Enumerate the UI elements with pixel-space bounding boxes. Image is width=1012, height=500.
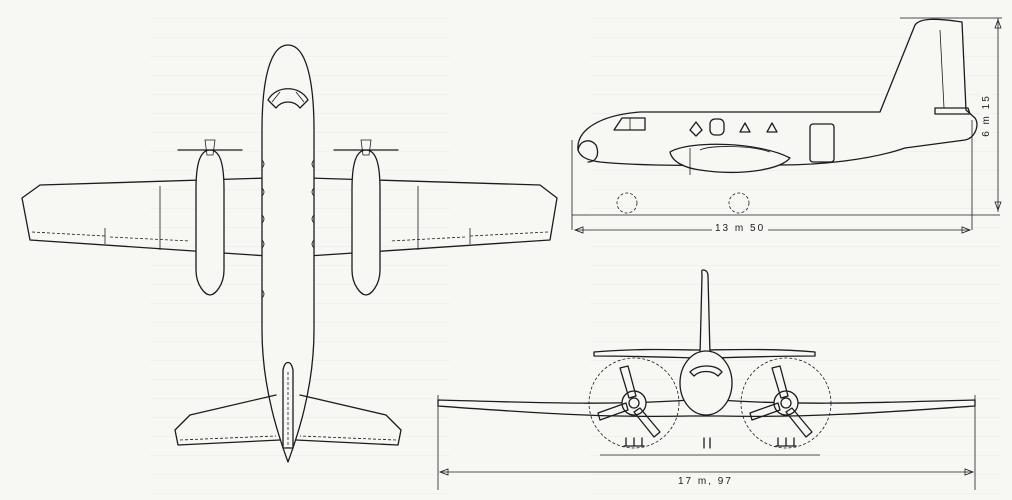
left-engine-nacelle xyxy=(195,149,225,296)
right-tailplane xyxy=(295,394,402,446)
right-engine-nacelle xyxy=(351,149,381,296)
front-view xyxy=(437,269,976,490)
height-dimension-label: 6 m 15 xyxy=(980,91,992,140)
right-wing xyxy=(307,177,558,257)
left-tailplane xyxy=(174,394,281,446)
front-fuselage xyxy=(679,350,733,416)
left-wing xyxy=(21,177,269,257)
fin-top xyxy=(282,361,294,449)
front-fin xyxy=(699,269,711,356)
side-view xyxy=(571,17,1002,234)
fuselage-side xyxy=(577,18,978,167)
side-nacelle xyxy=(669,143,791,173)
left-prop-disc xyxy=(588,357,680,449)
fuselage-top xyxy=(261,44,315,463)
top-view xyxy=(21,44,558,463)
right-prop-disc xyxy=(740,357,832,449)
wingspan-dimension-label: 17 m, 97 xyxy=(675,476,736,487)
length-dimension-label: 13 m 50 xyxy=(712,223,769,234)
